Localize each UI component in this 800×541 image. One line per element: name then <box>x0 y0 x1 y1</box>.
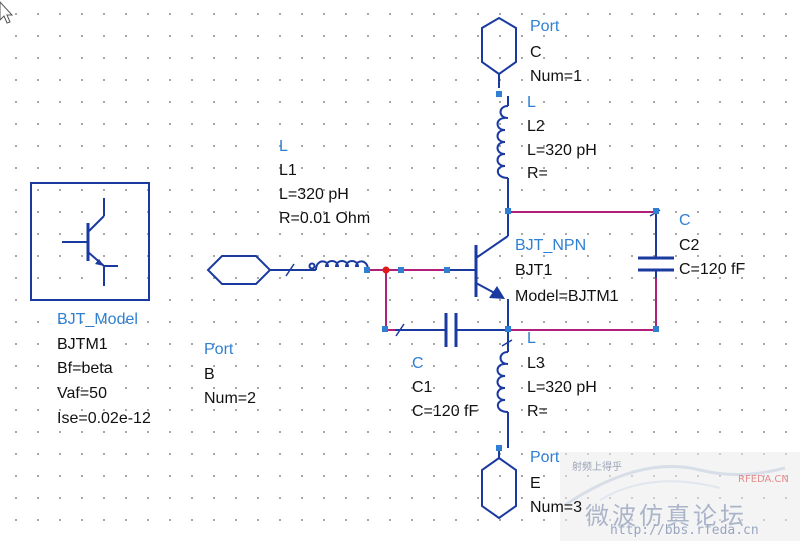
bjt-model-vaf-label: Vaf=50 <box>57 385 107 402</box>
port-b-symbol[interactable] <box>206 255 300 285</box>
l1-name-label: L1 <box>279 162 297 179</box>
port-c-num-label: Num=1 <box>530 68 583 85</box>
l2-type-label: L <box>527 94 536 111</box>
l1-type-label: L <box>279 138 288 155</box>
watermark-url: http://bbs.rfeda.cn <box>610 523 759 538</box>
watermark-title: 微波仿真论坛 <box>585 502 747 530</box>
mouse-cursor-icon <box>0 1 14 24</box>
port-e-num-label: Num=3 <box>530 499 583 516</box>
port-c-type-label: Port <box>530 18 560 35</box>
port-b-num-label: Num=2 <box>204 390 257 407</box>
l3-type-label: L <box>527 330 536 347</box>
bjt-model-bf-label: Bf=beta <box>57 360 113 377</box>
inductor-l3-symbol[interactable] <box>496 339 513 448</box>
c2-capacitance-label: C=120 fF <box>679 261 746 278</box>
l2-inductance-label: L=320 pH <box>527 142 597 159</box>
l1-resistance-label: R=0.01 Ohm <box>279 210 371 227</box>
l1-inductance-label: L=320 pH <box>279 186 349 203</box>
rfeda-watermark <box>560 452 800 541</box>
capacitor-c2-symbol[interactable] <box>638 209 674 278</box>
watermark-brand: RFEDA.CN <box>738 474 789 485</box>
l3-inductance-label: L=320 pH <box>527 379 597 396</box>
bjt-type-label: BJT_NPN <box>515 237 587 254</box>
junction-dot <box>382 266 390 274</box>
inductor-l1-symbol[interactable] <box>300 260 369 271</box>
l2-name-label: L2 <box>527 118 545 135</box>
magenta-wires <box>368 211 657 331</box>
port-e-type-label: Port <box>530 449 560 466</box>
port-e-symbol[interactable] <box>481 448 517 520</box>
port-e-name-label: E <box>530 475 541 492</box>
c2-name-label: C2 <box>679 237 700 254</box>
c1-name-label: C1 <box>412 379 433 396</box>
l3-name-label: L3 <box>527 355 545 372</box>
c1-capacitance-label: C=120 fF <box>412 403 479 420</box>
inductor-l2-symbol[interactable] <box>496 96 509 212</box>
l3-resistance-label: R= <box>527 403 548 420</box>
bjt-model-type-label: BJT_Model <box>57 311 138 328</box>
bjt-npn-symbol[interactable] <box>448 212 509 342</box>
capacitor-c1-symbol[interactable] <box>395 313 508 347</box>
c2-type-label: C <box>679 212 691 229</box>
port-c-name-label: C <box>530 44 542 61</box>
bjt-model-label: Model=BJTM1 <box>515 288 619 305</box>
bjt-model-name-label: BJTM1 <box>57 336 108 353</box>
c1-type-label: C <box>412 355 424 372</box>
pin-markers <box>364 91 659 451</box>
bjt-model-symbol[interactable] <box>30 182 150 301</box>
l2-resistance-label: R= <box>527 165 548 182</box>
watermark-slogan: 射频上得乎 <box>572 462 622 473</box>
port-c-symbol[interactable] <box>481 16 517 88</box>
bjt-name-label: BJT1 <box>515 262 553 279</box>
bjt-model-ise-label: Ise=0.02e-12 <box>57 410 151 427</box>
port-b-type-label: Port <box>204 341 234 358</box>
port-b-name-label: B <box>204 366 215 383</box>
